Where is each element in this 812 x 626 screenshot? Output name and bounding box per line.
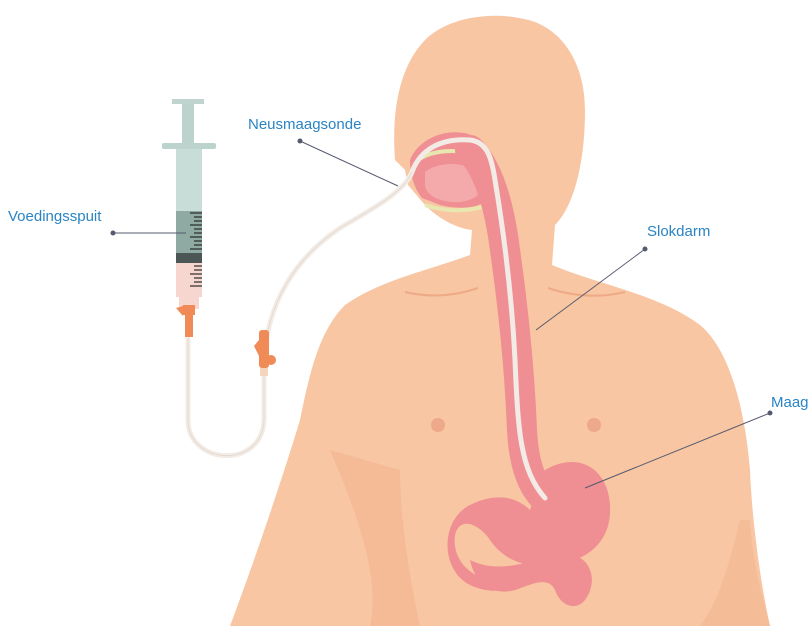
label-esophagus: Slokdarm xyxy=(647,223,710,240)
nipple-right xyxy=(587,418,601,432)
label-nasogastric-tube: Neusmaagsonde xyxy=(248,116,361,133)
tube-connector xyxy=(254,330,276,376)
feeding-syringe xyxy=(162,99,216,337)
nipple-left xyxy=(431,418,445,432)
label-stomach: Maag xyxy=(771,394,809,411)
label-syringe: Voedingsspuit xyxy=(8,208,101,225)
